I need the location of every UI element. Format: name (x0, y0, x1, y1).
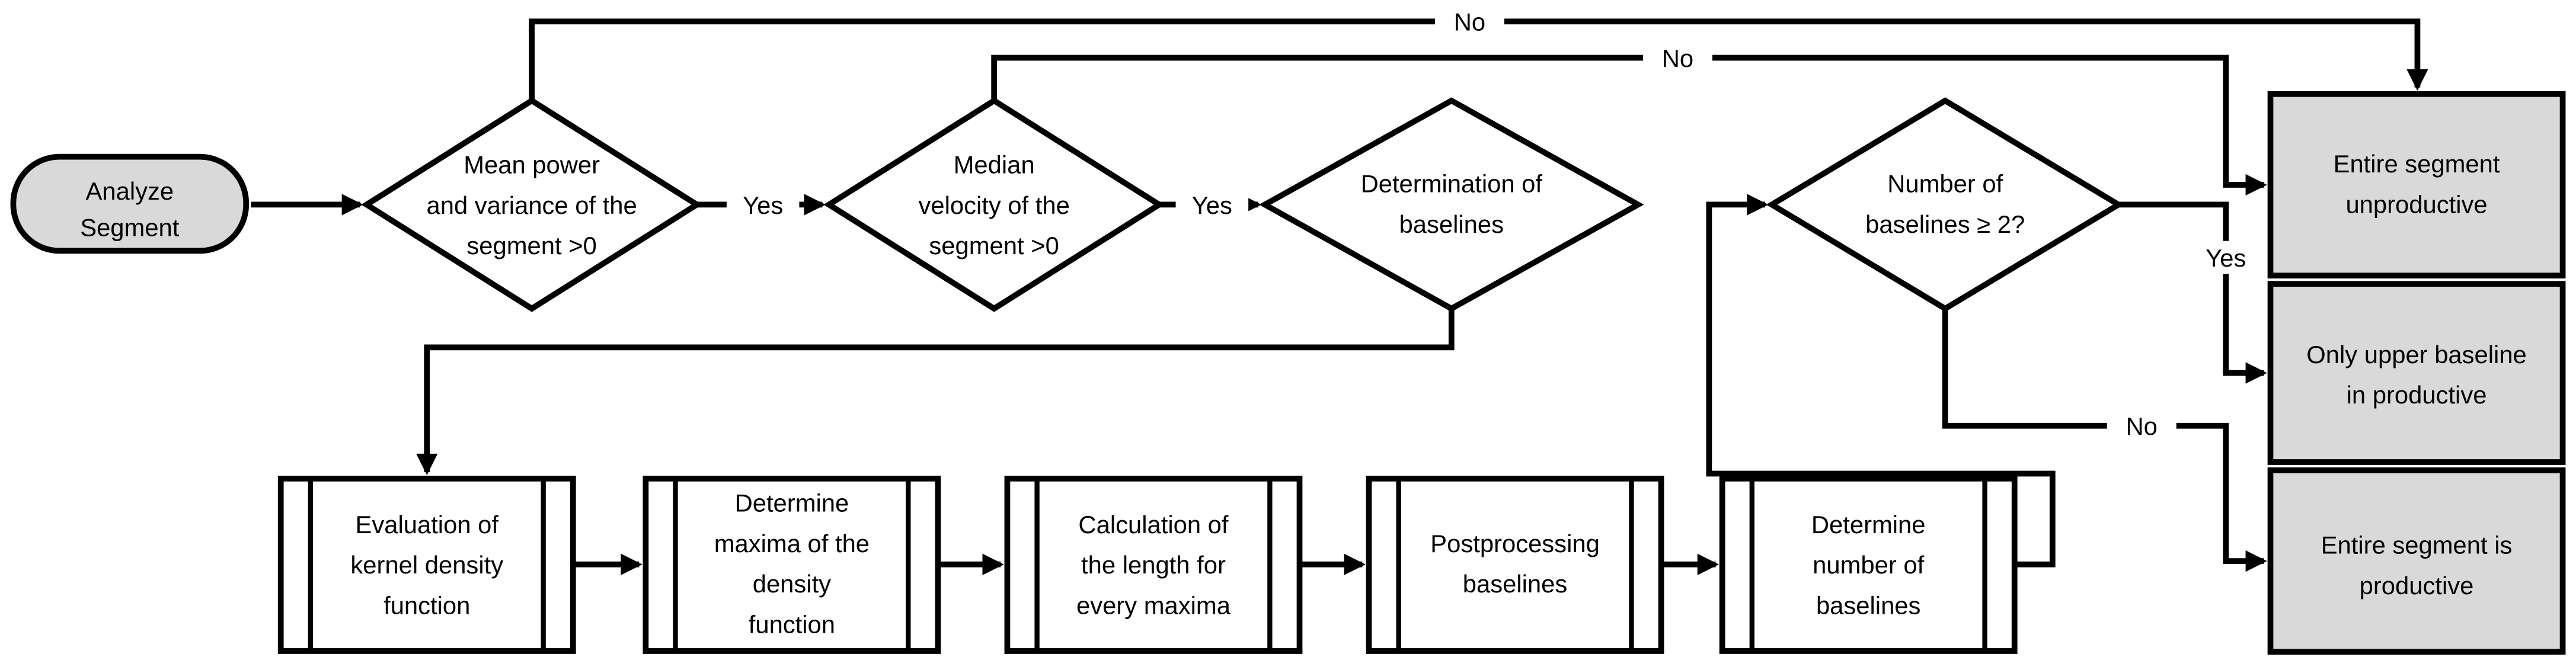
result-label-line: in productive (2347, 381, 2487, 409)
edge-label-yes-right: Yes (2206, 244, 2246, 272)
decision-label-line: Median (954, 150, 1035, 178)
decision-shape (1766, 97, 2124, 312)
process-label-line: Determine (735, 489, 849, 517)
process-label-line: kernel density (350, 551, 503, 579)
edge-label-yes-2: Yes (1192, 191, 1232, 219)
process-determine-maxima: Determine maxima of the density function (643, 475, 941, 654)
process-label-line: every maxima (1076, 591, 1231, 619)
process-shape (1366, 475, 1664, 654)
decision-label-line: segment >0 (929, 232, 1059, 259)
result-label-line: Only upper baseline (2306, 341, 2527, 368)
process-label-line: number of (1813, 551, 1924, 579)
process-postprocessing-baselines: Postprocessing baselines (1366, 475, 1664, 654)
process-label-line: the length for (1081, 551, 1226, 579)
edge-decision-baselines-to-process-kernel (416, 308, 1455, 476)
decision-label-line: baselines (1399, 210, 1504, 238)
edge-label-no-bottom: No (2126, 412, 2158, 440)
decision-shape (1258, 97, 1644, 312)
edge-process-count-to-decision-count (1706, 194, 2056, 568)
process-evaluation-kernel-density: Evaluation of kernel density function (277, 475, 576, 654)
process-calculation-length: Calculation of the length for every maxi… (1004, 475, 1303, 654)
decision-label-line: Determination of (1361, 170, 1543, 198)
edge-label-bg (726, 188, 800, 222)
decision-label-line: baselines ≥ 2? (1865, 210, 2025, 238)
decision-label-line: Number of (1887, 170, 2003, 198)
edge-label-yes-1: Yes (743, 191, 783, 219)
process-label-line: maxima of the (714, 530, 870, 557)
edge-label-bg (1175, 188, 1249, 222)
result-entire-segment-productive: Entire segment is productive (2267, 467, 2566, 655)
process-shape (1004, 475, 1303, 654)
process-label-line: Postprocessing (1430, 530, 1600, 557)
edge-labels: No No Yes Yes Yes No (726, 5, 2262, 443)
decision-number-baselines: Number of baselines ≥ 2? (1766, 97, 2124, 312)
edge-yes-decision-count-to-upper-baseline (2118, 201, 2267, 384)
process-label-line: Calculation of (1078, 511, 1228, 538)
edge-label-bg (1434, 5, 1504, 39)
process-label-line: baselines (1816, 591, 1920, 619)
decision-shape (823, 97, 1165, 312)
process-label-line: function (383, 591, 470, 619)
result-label-line: Entire segment (2334, 150, 2500, 178)
decision-shape (361, 97, 702, 312)
result-label-line: unproductive (2345, 190, 2487, 218)
edge-label-no-top: No (1454, 8, 1485, 36)
process-label-line: function (749, 610, 835, 638)
edge-label-no-mid: No (1662, 44, 1693, 72)
process-label-line: Determine (1811, 511, 1926, 538)
process-determine-number: Determine number of baselines (1719, 475, 2018, 654)
result-label-line: Entire segment is (2321, 531, 2513, 559)
decision-median-velocity: Median velocity of the segment >0 (823, 97, 1165, 312)
edge-label-bg (2190, 241, 2262, 274)
result-label-line: productive (2360, 572, 2474, 600)
decision-mean-power-variance: Mean power and variance of the segment >… (361, 97, 702, 312)
terminator-label-line: Segment (80, 213, 180, 241)
result-only-upper-baseline: Only upper baseline in productive (2267, 281, 2566, 465)
result-shape (2267, 281, 2566, 465)
decision-label-line: and variance of the (427, 191, 637, 219)
process-shape (1719, 475, 2018, 654)
result-shape (2267, 91, 2566, 279)
edges (251, 18, 2428, 575)
process-label-line: baselines (1463, 570, 1567, 598)
edge-no-decision-count-to-productive (1942, 308, 2267, 572)
terminator-analyze-segment: Analyze Segment (10, 153, 250, 254)
decision-label-line: segment >0 (466, 232, 596, 259)
decision-label-line: velocity of the (918, 191, 1069, 219)
result-shape (2267, 467, 2566, 655)
edge-no-decision-velocity-to-unproductive (991, 55, 2267, 196)
edge-label-bg (2107, 409, 2177, 443)
decision-label-line: Mean power (464, 150, 600, 178)
process-shape (643, 475, 941, 654)
process-shape (277, 475, 576, 654)
process-label-line: density (753, 570, 831, 598)
process-label-line: Evaluation of (356, 511, 499, 538)
edge-label-bg (1642, 41, 1712, 75)
terminator-label-line: Analyze (86, 177, 174, 205)
result-entire-segment-unproductive: Entire segment unproductive (2267, 91, 2566, 279)
terminator-shape (10, 153, 250, 254)
decision-determination-baselines: Determination of baselines (1258, 97, 1644, 312)
